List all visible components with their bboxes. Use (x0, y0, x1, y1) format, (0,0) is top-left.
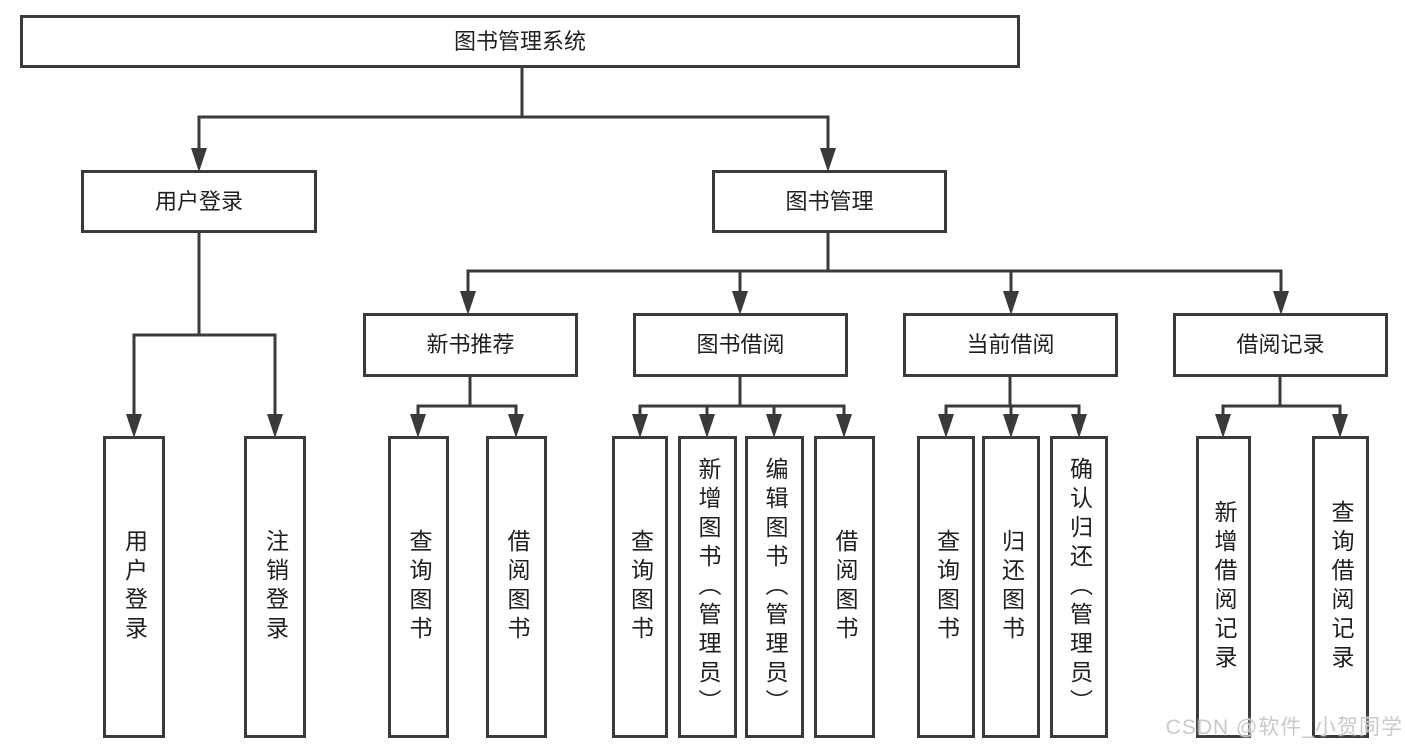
label: 查询图书 (627, 529, 654, 645)
leaf-query-books-recommend: 查询图书 (388, 436, 449, 738)
node-book-management: 图书管理 (712, 170, 947, 233)
label: 借阅图书 (504, 529, 530, 645)
label: 图书借阅 (696, 332, 785, 357)
node-borrowing-records: 借阅记录 (1173, 313, 1388, 377)
label: 编辑图书（管理员） (762, 456, 788, 718)
leaf-query-books-borrow: 查询图书 (612, 436, 668, 738)
leaf-add-borrow-record: 新增借阅记录 (1196, 436, 1251, 738)
leaf-confirm-return-admin: 确认归还（管理员） (1050, 436, 1108, 738)
csdn-watermark: CSDN @软件_小贺同学 (1165, 716, 1403, 739)
label: 借阅图书 (832, 529, 858, 645)
node-user-login: 用户登录 (81, 170, 317, 233)
label: 新增图书（管理员） (695, 456, 721, 718)
node-new-book-recommendation: 新书推荐 (363, 313, 578, 377)
leaf-borrow-books-recommend: 借阅图书 (486, 436, 547, 738)
node-library-management-system: 图书管理系统 (20, 15, 1020, 68)
leaf-query-books-current: 查询图书 (917, 436, 975, 738)
leaf-query-borrow-record: 查询借阅记录 (1312, 436, 1369, 738)
label: 查询借阅记录 (1328, 500, 1354, 674)
label: 查询图书 (406, 529, 432, 645)
label: 当前借阅 (966, 332, 1055, 357)
label: 新增借阅记录 (1211, 500, 1237, 674)
node-current-borrowing: 当前借阅 (903, 313, 1118, 377)
arrowheads (126, 148, 1348, 438)
leaf-edit-books-admin: 编辑图书（管理员） (745, 436, 804, 738)
leaf-add-books-admin: 新增图书（管理员） (678, 436, 737, 738)
label: 确认归还（管理员） (1066, 456, 1093, 718)
label: 借阅记录 (1236, 332, 1325, 357)
label: 新书推荐 (426, 332, 515, 357)
node-book-borrowing: 图书借阅 (633, 313, 848, 377)
label: 查询图书 (933, 529, 960, 645)
label: 注销登录 (262, 529, 289, 645)
label: 图书管理系统 (453, 28, 586, 54)
leaf-logout: 注销登录 (244, 436, 306, 738)
label: 归还图书 (998, 529, 1025, 645)
leaf-return-books: 归还图书 (982, 436, 1040, 738)
label: 用户登录 (121, 529, 148, 645)
leaf-user-login: 用户登录 (103, 436, 165, 738)
label: 图书管理 (785, 188, 874, 214)
leaf-borrow-books: 借阅图书 (814, 436, 875, 738)
label: 用户登录 (154, 188, 243, 214)
